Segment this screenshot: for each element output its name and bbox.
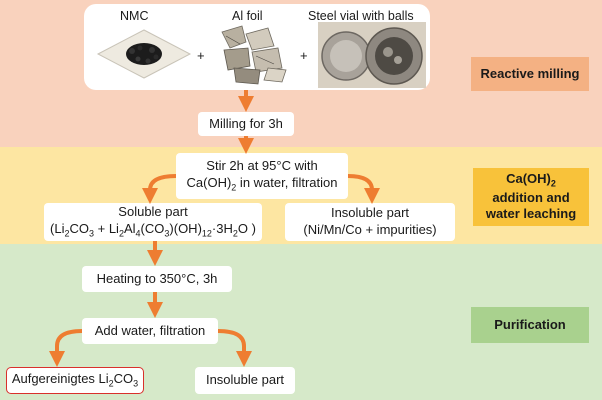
add-water-step: Add water, filtration	[82, 318, 218, 344]
stir-step: Stir 2h at 95°C with Ca(OH)2 in water, f…	[176, 153, 348, 199]
arrow-stir-to-insoluble	[347, 174, 380, 204]
insoluble-part-leach-step: Insoluble part (Ni/Mn/Co + impurities)	[285, 203, 455, 241]
step-text: Insoluble part	[330, 205, 410, 221]
subscript: 3	[133, 378, 139, 389]
step-text: Soluble part	[118, 203, 188, 219]
step-text: in water, filtration	[236, 174, 338, 190]
step-text: Ca(OH)	[186, 174, 232, 190]
steel-vial-image	[318, 22, 426, 88]
nmc-powder-image	[96, 29, 192, 79]
subscript: 2	[118, 228, 124, 239]
formula-text: O )	[237, 220, 256, 236]
stage-label-text: Ca(OH)	[506, 171, 551, 187]
final-product-step: Aufgereinigtes Li2CO3	[6, 367, 144, 394]
stage-label-purification: Purification	[471, 307, 589, 343]
step-text: Add water, filtration	[94, 322, 206, 338]
subscript: 12	[201, 228, 212, 239]
nmc-label: NMC	[120, 9, 149, 23]
plus-sign: +	[197, 48, 205, 63]
subscript: 2	[231, 182, 237, 193]
subscript: 2	[232, 228, 238, 239]
formula-text: + Li	[94, 220, 119, 236]
step-text: Heating to 350°C, 3h	[96, 270, 218, 286]
formula-text: ·3H	[211, 220, 233, 236]
formula-text: (CO	[140, 220, 165, 236]
formula-text: )(OH)	[169, 220, 202, 236]
stage-label-text: addition and	[492, 190, 570, 206]
plus-sign: +	[300, 48, 308, 63]
stage-label-text: Reactive milling	[480, 65, 580, 81]
formula-text: Al	[123, 220, 136, 236]
step-text: CO	[113, 370, 134, 386]
materials-panel: NMC Al foil Steel vial with balls + +	[84, 4, 430, 90]
subscript: 4	[135, 228, 141, 239]
milling-step: Milling for 3h	[198, 112, 294, 136]
arrow-stir-to-soluble	[142, 174, 177, 204]
steel-vial-label: Steel vial with balls	[308, 9, 414, 23]
formula-text: CO	[69, 220, 90, 236]
heating-step: Heating to 350°C, 3h	[82, 266, 232, 292]
al-foil-image	[221, 25, 287, 85]
formula-text: (Li	[50, 220, 65, 236]
arrow-water-to-final	[49, 329, 83, 367]
subscript: 3	[164, 228, 170, 239]
stage-label-text: water leaching	[485, 206, 577, 222]
subscript: 2	[550, 178, 556, 189]
subscript: 3	[89, 228, 95, 239]
subscript: 2	[108, 378, 114, 389]
al-foil-label: Al foil	[232, 9, 263, 23]
step-text: Milling for 3h	[209, 115, 283, 131]
step-text: (Ni/Mn/Co + impurities)	[303, 222, 437, 237]
stage-label-leaching: Ca(OH)2 addition and water leaching	[473, 168, 589, 226]
arrow-water-to-insoluble	[217, 329, 252, 367]
subscript: 2	[64, 228, 70, 239]
stage-label-reactive-milling: Reactive milling	[471, 57, 589, 91]
step-text: Aufgereinigtes Li	[11, 370, 109, 386]
insoluble-part-final-step: Insoluble part	[195, 367, 295, 394]
step-text: Stir 2h at 95°C with	[206, 157, 318, 173]
step-text: Insoluble part	[205, 372, 285, 388]
stage-label-text: Purification	[494, 316, 566, 332]
soluble-part-step: Soluble part (Li2CO3 + Li2Al4(CO3)(OH)12…	[44, 203, 262, 241]
